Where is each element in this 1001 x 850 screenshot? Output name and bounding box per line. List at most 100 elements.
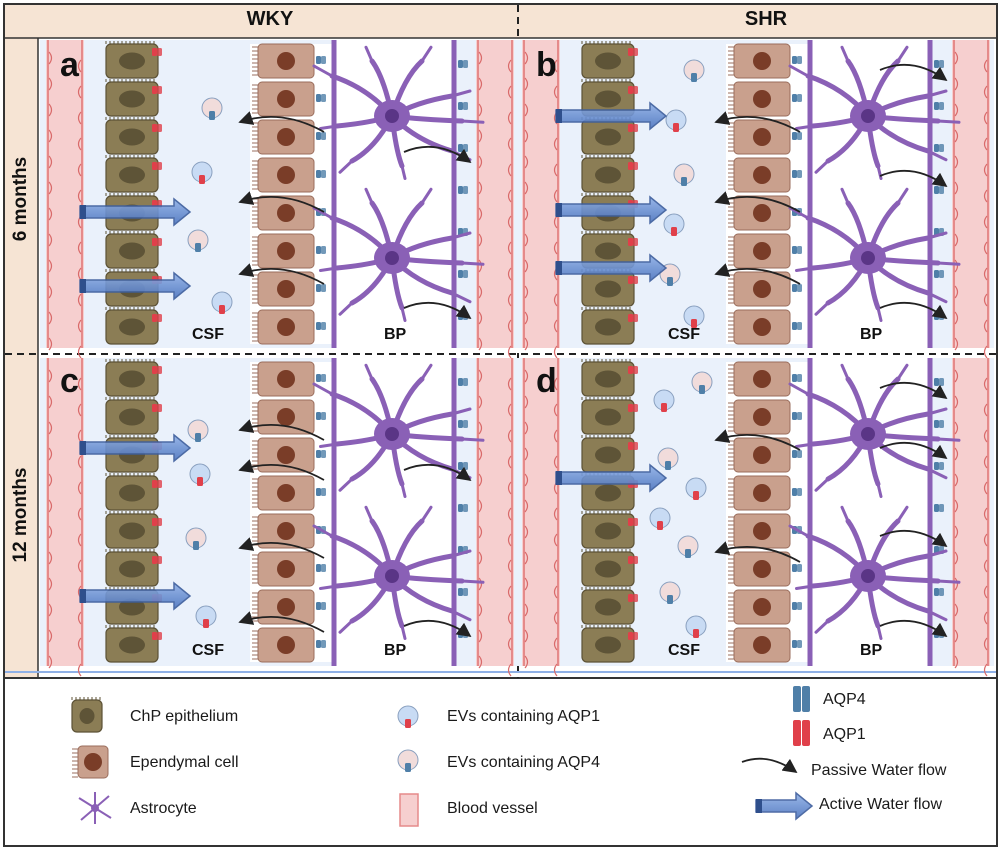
blood-vessel-icon	[399, 793, 419, 827]
passive-flow-arrow	[403, 301, 472, 320]
ependymal-cell	[728, 271, 791, 307]
ependymal-cell	[252, 119, 315, 155]
chp-epithelium-cell	[581, 155, 635, 193]
aqp4-channel	[316, 602, 326, 610]
passive-flow-arrow	[879, 529, 948, 548]
ependymal-cell	[252, 627, 315, 663]
aqp4-channel	[934, 588, 944, 596]
chp-epithelium-cell	[581, 307, 635, 345]
aqp4-channel	[316, 322, 326, 330]
ependymal-cell	[252, 157, 315, 193]
aqp4-channel	[458, 588, 468, 596]
aqp1-channel	[628, 86, 638, 94]
aqp1-channel	[628, 594, 638, 602]
ev-aqp1	[653, 389, 675, 412]
aqp1-channel	[152, 314, 162, 322]
row-title-12-months: 12 months	[10, 467, 31, 563]
ev-aqp4	[185, 527, 207, 550]
aqp4-channel	[458, 270, 468, 278]
ev-aqp1	[665, 109, 687, 132]
aqp4-channel	[316, 640, 326, 648]
aqp4-channel	[934, 186, 944, 194]
aqp4-channel	[316, 412, 326, 420]
astrocyte	[312, 45, 485, 180]
aqp1-channel	[152, 366, 162, 374]
ependymal-cell	[728, 513, 791, 549]
bp-label-b: BP	[860, 326, 883, 343]
ev-aqp1	[685, 615, 707, 638]
ependymal-cell	[252, 437, 315, 473]
ependymal-cell	[72, 745, 109, 779]
passive-flow-arrow	[714, 541, 801, 563]
row-label-strip	[5, 38, 38, 678]
legend-aqp4: AQP4	[823, 691, 866, 708]
blood-vessel	[522, 40, 560, 359]
bp-label-d: BP	[860, 642, 883, 659]
ev-aqp4	[187, 419, 209, 442]
passive-flow-arrow	[238, 419, 325, 441]
ev-aqp4	[677, 535, 699, 558]
ependymal-cell	[252, 361, 315, 397]
panel-b	[516, 40, 994, 359]
active-flow-arrow	[79, 197, 192, 227]
aqp1-channel	[628, 366, 638, 374]
chp-epithelium-cell	[105, 41, 159, 79]
aqp4-channel	[316, 488, 326, 496]
astrocyte	[312, 187, 485, 322]
aqp4-channel	[792, 450, 802, 458]
chp-epithelium-cell	[581, 549, 635, 587]
aqp4-channel	[458, 186, 468, 194]
aqp1-channel	[152, 480, 162, 488]
ev-aqp1	[685, 477, 707, 500]
chp-epithelium-cell	[581, 117, 635, 155]
aqp4-channel	[316, 374, 326, 382]
passive-flow-arrow	[238, 263, 325, 285]
ev-aqp4	[659, 581, 681, 604]
passive-flow-arrow	[714, 111, 801, 133]
aqp1-channel	[628, 48, 638, 56]
astrocyte	[788, 505, 961, 640]
ev-aqp4	[691, 371, 713, 394]
chp-epithelium-cell	[105, 511, 159, 549]
ependymal-cell	[728, 475, 791, 511]
active-flow-arrow	[555, 101, 668, 131]
ependymal-cell	[728, 589, 791, 625]
aqp1-channel	[628, 404, 638, 412]
aqp1-channel	[152, 124, 162, 132]
aqp1-channel-icon	[793, 720, 810, 746]
blood-vessel	[952, 40, 990, 359]
astrocyte	[788, 363, 961, 498]
aqp4-channel	[458, 504, 468, 512]
blood-vessel	[522, 358, 560, 677]
blood-vessel	[952, 358, 990, 677]
aqp4-channel	[792, 602, 802, 610]
ev-aqp4	[683, 59, 705, 82]
aqp4-channel	[458, 378, 468, 386]
ev-aqp1	[191, 161, 213, 184]
aqp4-channel	[316, 564, 326, 572]
chp-epithelium-cell	[105, 79, 159, 117]
aqp1-channel	[152, 632, 162, 640]
passive-flow-arrow	[238, 111, 325, 133]
active-flow-arrow	[79, 581, 192, 611]
blood-vessel	[476, 40, 514, 359]
aqp4-channel	[934, 462, 944, 470]
aqp1-channel	[628, 556, 638, 564]
ev-aqp4	[201, 97, 223, 120]
ependymal-cell	[728, 437, 791, 473]
chp-epithelium-cell	[581, 359, 635, 397]
passive-flow-arrow	[238, 611, 325, 633]
aqp4-channel	[792, 488, 802, 496]
aqp4-channel	[792, 564, 802, 572]
ependymal-cell	[252, 233, 315, 269]
chp-epithelium-cell	[581, 587, 635, 625]
ev-aqp4	[187, 229, 209, 252]
ependymal-cell	[252, 589, 315, 625]
passive-flow-arrow-icon	[741, 757, 798, 774]
legend	[71, 686, 814, 827]
ev-aqp1-icon	[397, 705, 419, 728]
astrocyte	[788, 187, 961, 322]
aqp4-channel	[316, 450, 326, 458]
ependymal-cell	[252, 271, 315, 307]
